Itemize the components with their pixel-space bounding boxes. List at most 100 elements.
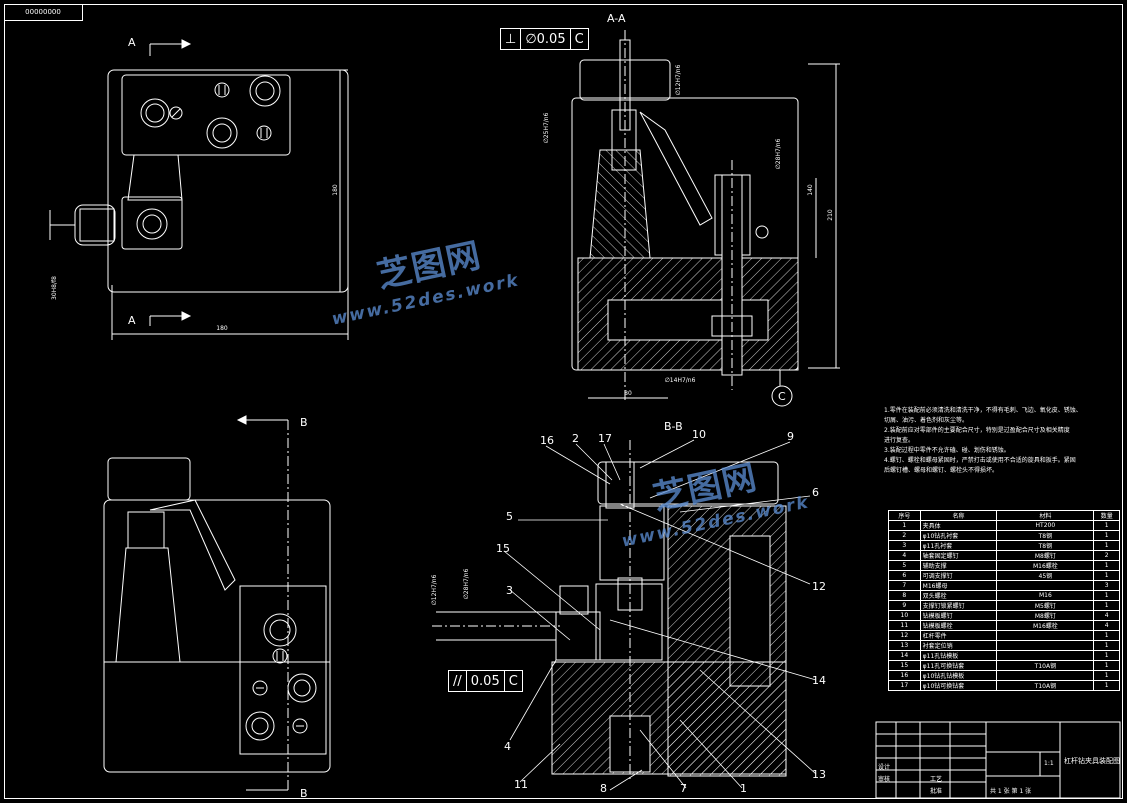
bom-cell: φ11孔衬套 <box>919 540 998 551</box>
aa-title: A-A <box>607 12 626 25</box>
front-width-dim: 180 <box>216 325 228 332</box>
balloon-4: 4 <box>504 740 511 753</box>
bom-cell: 5 <box>888 560 921 571</box>
aa-height-dim: 140 <box>807 184 814 196</box>
bom-cell: HT200 <box>996 520 1095 531</box>
bom-cell <box>996 630 1095 641</box>
bom-cell: 1 <box>1093 560 1120 571</box>
bom-cell: T8钢 <box>996 540 1095 551</box>
bom-cell: 16 <box>888 670 921 681</box>
section-b-top-label: B <box>300 416 308 429</box>
aa-bottom-dim: 80 <box>624 390 632 397</box>
datum-c-label: C <box>778 390 786 403</box>
bom-cell: 17 <box>888 680 921 691</box>
bom-cell: 8 <box>888 590 921 601</box>
balloons: 16 2 17 10 9 6 5 12 15 3 14 4 11 8 7 1 1… <box>496 428 826 795</box>
bom-cell: 1 <box>1093 640 1120 651</box>
front-view <box>49 39 349 340</box>
bom-header-row: 序号 名称 材料 数量 <box>888 510 1120 521</box>
bom-cell: M16螺母 <box>919 580 998 591</box>
front-body <box>107 69 349 293</box>
bom-cell: 夹具体 <box>919 520 998 531</box>
bom-cell: M8螺钉 <box>996 610 1095 621</box>
balloon-3: 3 <box>506 584 513 597</box>
bom-cell: 9 <box>888 600 921 611</box>
side-view <box>103 415 331 791</box>
note-line: 切屑、油污、着色剂和灰尘等。 <box>884 417 969 424</box>
bom-cell <box>996 640 1095 651</box>
bom-header-no: 序号 <box>888 510 921 521</box>
bom-cell: 杠杆零件 <box>919 630 998 641</box>
bom-header-qty: 数量 <box>1093 510 1120 521</box>
bom-cell: 衬套定位销 <box>919 640 998 651</box>
bom-cell: 双头螺栓 <box>919 590 998 601</box>
tb-sheet-info: 共 1 张 第 1 张 <box>990 788 1032 795</box>
note-line: 4.螺钉、螺栓和螺母紧固时，严禁打击或使用不合适的旋具和扳手。紧固 <box>884 457 1076 464</box>
bom-cell: M5螺钉 <box>996 600 1095 611</box>
bom-cell: T10A钢 <box>996 660 1095 671</box>
note-line: 后螺钉槽、螺母和螺钉、螺栓头不得损坏。 <box>884 467 999 474</box>
balloon-10: 10 <box>692 428 706 441</box>
leader-lines <box>503 439 817 791</box>
balloon-14: 14 <box>812 674 826 687</box>
section-a-bottom-label: A <box>128 314 136 327</box>
bom-cell: 可调支撑钉 <box>919 570 998 581</box>
bom-cell: 12 <box>888 630 921 641</box>
bom-cell: 2 <box>888 530 921 541</box>
bom-cell <box>996 650 1095 661</box>
section-b-bottom-label: B <box>300 787 308 800</box>
bom-cell: M16螺栓 <box>996 560 1095 571</box>
technical-notes: 1.零件在装配前必须清洗和清洗干净，不得有毛刺、飞边、氧化皮、锈蚀、 切屑、油污… <box>884 406 1114 476</box>
bom-cell: φ11孔可换钻套 <box>919 660 998 671</box>
para-datum: C <box>508 673 518 689</box>
bom-cell: φ10钻可换钻套 <box>919 680 998 691</box>
front-side-dim: 30H8/f8 <box>51 276 58 300</box>
corner-tag: 00000000 <box>4 4 83 21</box>
aa-fit4: ∅14H7/n6 <box>665 377 696 384</box>
bom-cell: 15 <box>888 660 921 671</box>
bom-cell: 1 <box>1093 590 1120 601</box>
bom-cell: 4 <box>1093 620 1120 631</box>
bom-cell: 1 <box>1093 530 1120 541</box>
bom-cell: φ10钻孔衬套 <box>919 530 998 541</box>
bom-cell: 钻模板螺栓 <box>919 620 998 631</box>
bom-cell: 3 <box>888 540 921 551</box>
balloon-7: 7 <box>680 782 687 795</box>
front-height-dim: 180 <box>332 184 339 196</box>
tb-scale: 1:1 <box>1044 760 1054 767</box>
bb-section-view <box>432 440 787 780</box>
bom-cell: T10A钢 <box>996 680 1095 691</box>
bom-cell: 4 <box>1093 610 1120 621</box>
bom-cell: 轴套固定螺钉 <box>919 550 998 561</box>
aa-fit1: ∅12H7/n6 <box>675 64 682 95</box>
bom-cell <box>996 580 1095 591</box>
bom-cell: M8螺钉 <box>996 550 1095 561</box>
tb-role-design: 设计 <box>878 764 891 771</box>
perp-symbol: ⊥ <box>501 29 522 49</box>
balloon-8: 8 <box>600 782 607 795</box>
bb-fit2: ∅28H7/n6 <box>463 568 470 599</box>
bom-cell: 1 <box>1093 660 1120 671</box>
balloon-12: 12 <box>812 580 826 593</box>
bom-cell: T8钢 <box>996 530 1095 541</box>
bom-cell: 1 <box>1093 520 1120 531</box>
bb-fit1: ∅12H7/n6 <box>431 574 438 605</box>
balloon-1: 1 <box>740 782 747 795</box>
balloon-13: 13 <box>812 768 826 781</box>
perp-value: ∅0.05 <box>521 29 571 49</box>
bom-header-name: 名称 <box>919 510 998 521</box>
